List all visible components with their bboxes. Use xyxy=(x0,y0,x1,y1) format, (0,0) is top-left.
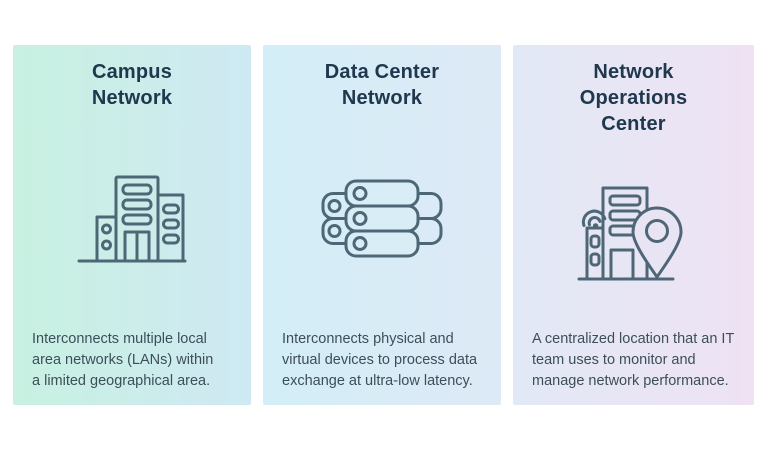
card-title: Network Operations Center xyxy=(579,61,688,135)
card-data-center-network: Data Center Network Interconnects physic… xyxy=(263,45,501,405)
building-location-pin-icon xyxy=(513,137,754,329)
card-title: Data Center Network xyxy=(324,61,440,109)
card-description: Interconnects physical and virtual devic… xyxy=(282,331,478,389)
server-stack-icon xyxy=(263,111,501,329)
wifi-signal-icon xyxy=(581,209,606,229)
card-network-operations-center: Network Operations Center xyxy=(513,45,754,405)
office-buildings-icon xyxy=(13,111,251,329)
card-campus-network: Campus Network Interconnects multiple lo… xyxy=(13,45,251,405)
card-title: Campus Network xyxy=(91,61,173,109)
card-description: A centralized location that an IT team u… xyxy=(532,331,735,389)
card-description: Interconnects multiple local area networ… xyxy=(32,331,214,389)
